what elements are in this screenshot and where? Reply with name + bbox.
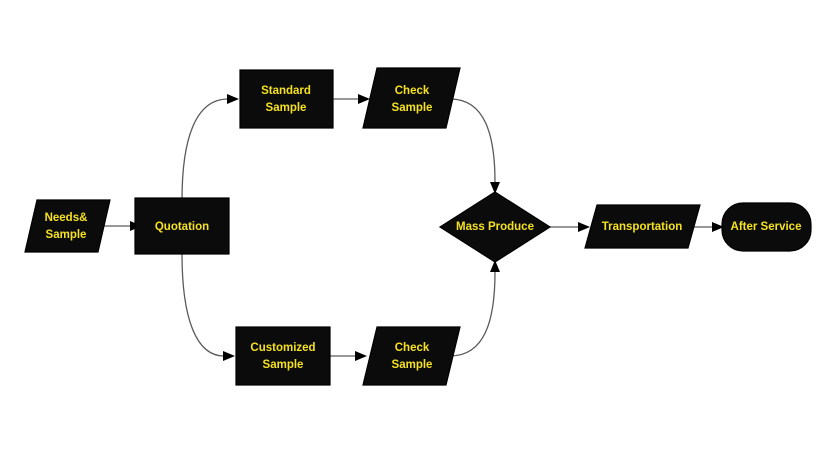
rectangle-shape (239, 69, 334, 129)
node-needs-sample[interactable]: Needs& Sample (24, 199, 111, 253)
diamond-shape (438, 191, 552, 263)
connector-curve (449, 271, 496, 357)
arrow-head-icon (223, 351, 235, 361)
edge-check-bottom-to-mass (449, 260, 500, 357)
connector-curve (449, 98, 496, 183)
parallelogram-shape (362, 67, 461, 129)
node-quotation[interactable]: Quotation (134, 197, 230, 255)
edge-mass-to-transportation (550, 222, 590, 232)
arrow-head-icon (227, 94, 239, 104)
node-check-sample-bottom[interactable]: Check Sample (362, 326, 461, 386)
rounded-rectangle-shape (721, 202, 812, 252)
node-customized-sample[interactable]: Customized Sample (235, 326, 331, 386)
node-standard-sample[interactable]: Standard Sample (239, 69, 334, 129)
parallelogram-shape (362, 326, 461, 386)
node-mass-produce[interactable]: Mass Produce (438, 191, 552, 263)
parallelogram-shape (24, 199, 111, 253)
arrow-head-icon (358, 94, 370, 104)
edge-transportation-to-after-service (693, 222, 724, 232)
arrow-head-icon (490, 182, 500, 194)
rectangle-shape (134, 197, 230, 255)
node-transportation[interactable]: Transportation (584, 204, 701, 249)
connector-curve (181, 98, 229, 201)
connector-curve (181, 253, 225, 357)
edge-customized-to-check-bottom (330, 351, 367, 361)
edge-quotation-to-standard (181, 94, 239, 201)
node-after-service[interactable]: After Service (721, 202, 812, 252)
rectangle-shape (235, 326, 331, 386)
parallelogram-shape (584, 204, 701, 249)
arrow-head-icon (355, 351, 367, 361)
edge-check-top-to-mass (449, 98, 500, 194)
arrow-head-icon (578, 222, 590, 232)
node-check-sample-top[interactable]: Check Sample (362, 67, 461, 129)
edge-standard-to-check-top (333, 94, 370, 104)
arrow-head-icon (490, 260, 500, 272)
arrow-head-icon (712, 222, 724, 232)
edge-quotation-to-customized (181, 253, 235, 361)
